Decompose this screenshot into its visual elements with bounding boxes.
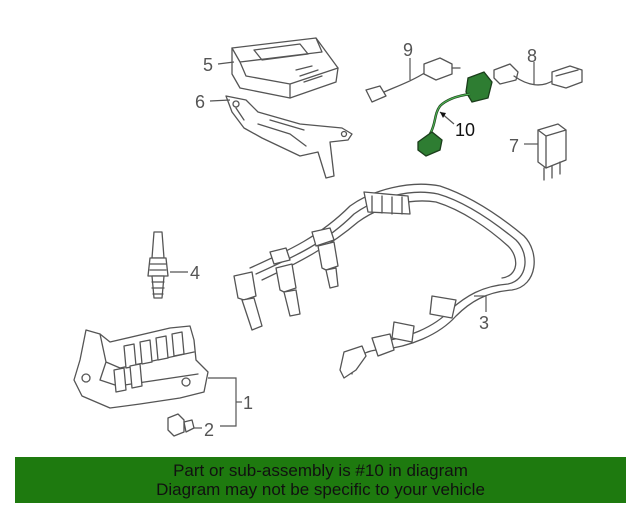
part-6-bracket[interactable] bbox=[225, 95, 353, 179]
part-5-control-module[interactable] bbox=[231, 37, 339, 99]
info-banner: Part or sub-assembly is #10 in diagram D… bbox=[15, 457, 626, 503]
part-8-sensor[interactable] bbox=[493, 63, 583, 89]
banner-line-1: Part or sub-assembly is #10 in diagram bbox=[173, 461, 468, 480]
callout-1[interactable]: 1 bbox=[243, 393, 253, 413]
callout-3[interactable]: 3 bbox=[479, 313, 489, 333]
callout-2[interactable]: 2 bbox=[204, 420, 214, 440]
part-4-spark-plug[interactable] bbox=[147, 231, 169, 299]
leader-5 bbox=[217, 61, 235, 65]
banner-line-2: Diagram may not be specific to your vehi… bbox=[156, 480, 485, 499]
callout-4[interactable]: 4 bbox=[190, 263, 200, 283]
callout-7[interactable]: 7 bbox=[509, 136, 519, 156]
callout-5[interactable]: 5 bbox=[203, 55, 213, 75]
callout-10[interactable]: 10 bbox=[455, 120, 475, 140]
parts-diagram: 5 6 9 8 bbox=[73, 37, 583, 440]
part-10-sensor-highlighted[interactable] bbox=[417, 71, 493, 157]
leader-10-arrow bbox=[440, 112, 446, 118]
leader-6 bbox=[209, 99, 231, 102]
part-2-sensor[interactable] bbox=[167, 413, 195, 437]
part-1-coil-pack[interactable] bbox=[73, 325, 209, 409]
part-3-wire-set[interactable] bbox=[233, 183, 535, 379]
part-7-relay[interactable] bbox=[537, 123, 567, 181]
part-9-sensor[interactable] bbox=[365, 57, 461, 103]
callout-9[interactable]: 9 bbox=[403, 40, 413, 60]
callout-6[interactable]: 6 bbox=[195, 92, 205, 112]
leader-1 bbox=[208, 377, 237, 427]
callout-8[interactable]: 8 bbox=[527, 46, 537, 66]
